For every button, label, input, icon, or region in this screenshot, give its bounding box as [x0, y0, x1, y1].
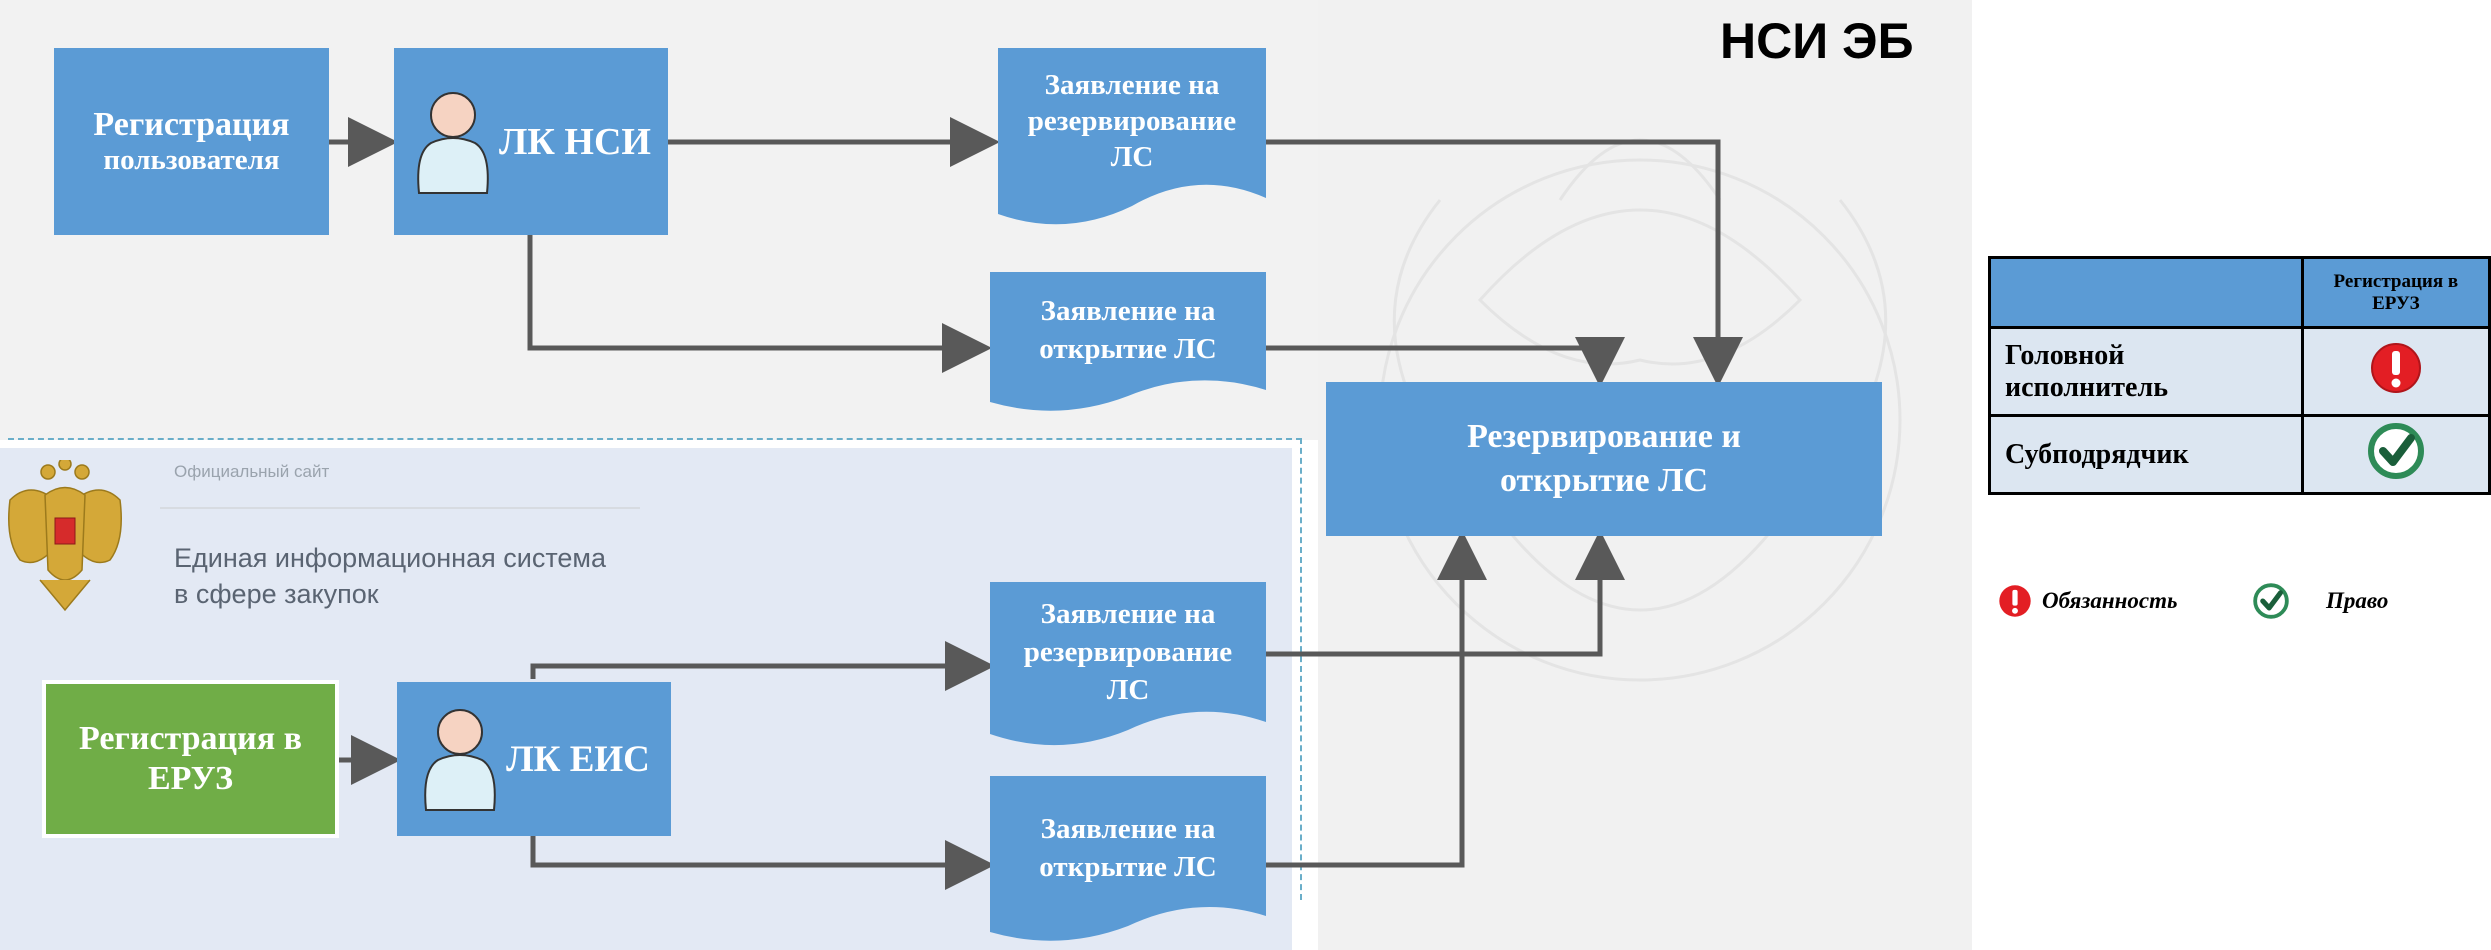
doc-open-bottom-line1: Заявление на [1040, 813, 1216, 845]
legend-right-label: Право [2326, 588, 2389, 613]
role-cell: Головной исполнитель [1988, 326, 2304, 417]
arrow-open-bottom-to-target [1266, 530, 1487, 868]
eis-title-line2: в сфере закупок [174, 579, 379, 609]
russian-emblem-icon [8, 460, 122, 612]
eis-title-line1: Единая информационная система [174, 543, 606, 573]
doc-open-bottom: Заявление на открытие ЛС [990, 796, 1266, 900]
arrow-open-top-to-target [1266, 337, 1625, 387]
table-column-header: Регистрация в ЕРУЗ [2300, 256, 2491, 329]
exclamation-icon [1999, 585, 2031, 617]
doc-open-bottom-shape [990, 776, 1266, 941]
arrow-reserve-top-to-target [1266, 139, 1743, 387]
registration-user-line1: Регистрация [93, 106, 290, 143]
arrow-lkeis-to-reserve-bottom [530, 641, 995, 691]
registration-user-box: Регистрация пользователя [54, 48, 329, 235]
arrow-lknsi-to-open-top [527, 235, 992, 373]
doc-reserve-top-line1: Заявление на [1044, 69, 1220, 101]
eis-site-subtitle: Официальный сайт [174, 462, 330, 481]
status-cell [2300, 326, 2491, 417]
table-row: Субподрядчик [1988, 414, 2491, 495]
doc-reserve-bottom-line3: ЛС [1106, 674, 1150, 706]
lk-eis-box: ЛК ЕИС [397, 682, 671, 836]
arrow-lkeis-to-open-bottom [530, 836, 995, 890]
doc-open-top-shape [990, 272, 1266, 411]
role-line1: Субподрядчик [2005, 438, 2189, 470]
eis-dashed-frame [8, 438, 1302, 900]
doc-open-bottom-line2: открытие ЛС [1039, 851, 1217, 883]
doc-reserve-top-shape [998, 48, 1266, 225]
doc-open-top-line2: открытие ЛС [1039, 333, 1217, 365]
page-title: НСИ ЭБ [1720, 13, 1914, 69]
reserve-open-box: Резервирование и открытие ЛС [1326, 382, 1882, 536]
doc-reserve-bottom: Заявление на резервирование ЛС [990, 590, 1266, 714]
doc-reserve-top: Заявление на резервирование ЛС [998, 56, 1266, 186]
registration-eruz-line1: Регистрация в [79, 720, 302, 757]
user-avatar-icon [417, 91, 489, 194]
doc-open-top: Заявление на открытие ЛС [990, 280, 1266, 380]
status-cell [2300, 414, 2491, 495]
lk-nsi-box: ЛК НСИ [394, 48, 668, 235]
doc-reserve-bottom-line1: Заявление на [1040, 598, 1216, 630]
table-row: Головной исполнитель [1988, 326, 2491, 417]
registration-eruz-box: Регистрация в ЕРУЗ [42, 680, 339, 838]
doc-open-top-line1: Заявление на [1040, 295, 1216, 327]
registration-eruz-line2: ЕРУЗ [147, 760, 234, 797]
exclamation-icon [2370, 342, 2421, 393]
role-line1: Головной [2005, 339, 2125, 371]
registration-user-line2: пользователя [103, 144, 280, 176]
responsibility-table: Регистрация в ЕРУЗ Головной исполнитель … [1988, 256, 2491, 495]
doc-reserve-bottom-line2: резервирование [1023, 636, 1233, 668]
doc-reserve-bottom-shape [990, 582, 1266, 746]
table-header-empty [1988, 256, 2304, 329]
divider [160, 507, 640, 509]
role-cell: Субподрядчик [1988, 414, 2304, 495]
checkmark-icon [2253, 583, 2289, 619]
eis-site-title: Единая информационная система в сфере за… [174, 540, 606, 612]
doc-reserve-top-line3: ЛС [1110, 141, 1154, 173]
reserve-open-line1: Резервирование и [1467, 418, 1741, 455]
doc-reserve-top-line2: резервирование [1027, 105, 1237, 137]
checkmark-icon [2367, 422, 2424, 479]
legend-obligation-label: Обязанность [2042, 588, 2178, 613]
lk-nsi-label: ЛК НСИ [499, 120, 651, 163]
role-line2: исполнитель [2005, 371, 2168, 403]
lk-eis-label: ЛК ЕИС [506, 738, 650, 780]
arrow-reserve-bottom-to-target [1266, 530, 1625, 657]
user-avatar-icon [424, 709, 496, 811]
reserve-open-line2: открытие ЛС [1499, 462, 1709, 499]
